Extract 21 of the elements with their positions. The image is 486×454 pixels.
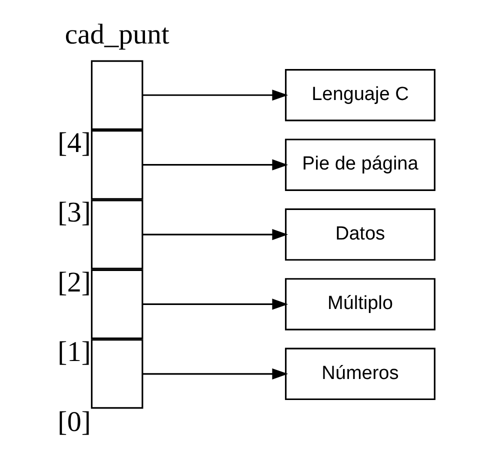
node-label: [2]: [58, 267, 91, 298]
arrow: [142, 368, 288, 380]
arrow: [142, 228, 288, 240]
node-box: Pie de página: [284, 138, 436, 191]
arrow: [142, 298, 288, 310]
arrow: [142, 90, 288, 101]
node-box: [90, 339, 144, 409]
node-box: Múltiplo: [284, 278, 436, 330]
node-label: [4]: [58, 128, 91, 159]
label: cad_punt: [64, 19, 170, 50]
node-box: [90, 269, 144, 340]
node-box: Números: [284, 348, 436, 400]
node-box: [90, 60, 144, 130]
node-box: Lenguaje C: [284, 69, 436, 122]
node-box: [90, 130, 144, 200]
node-box: [90, 200, 144, 270]
node-label: [0]: [58, 406, 91, 438]
node-label: [3]: [58, 198, 91, 229]
arrow: [142, 159, 288, 170]
node-box: Datos: [284, 208, 436, 261]
node-label: [1]: [58, 337, 91, 368]
